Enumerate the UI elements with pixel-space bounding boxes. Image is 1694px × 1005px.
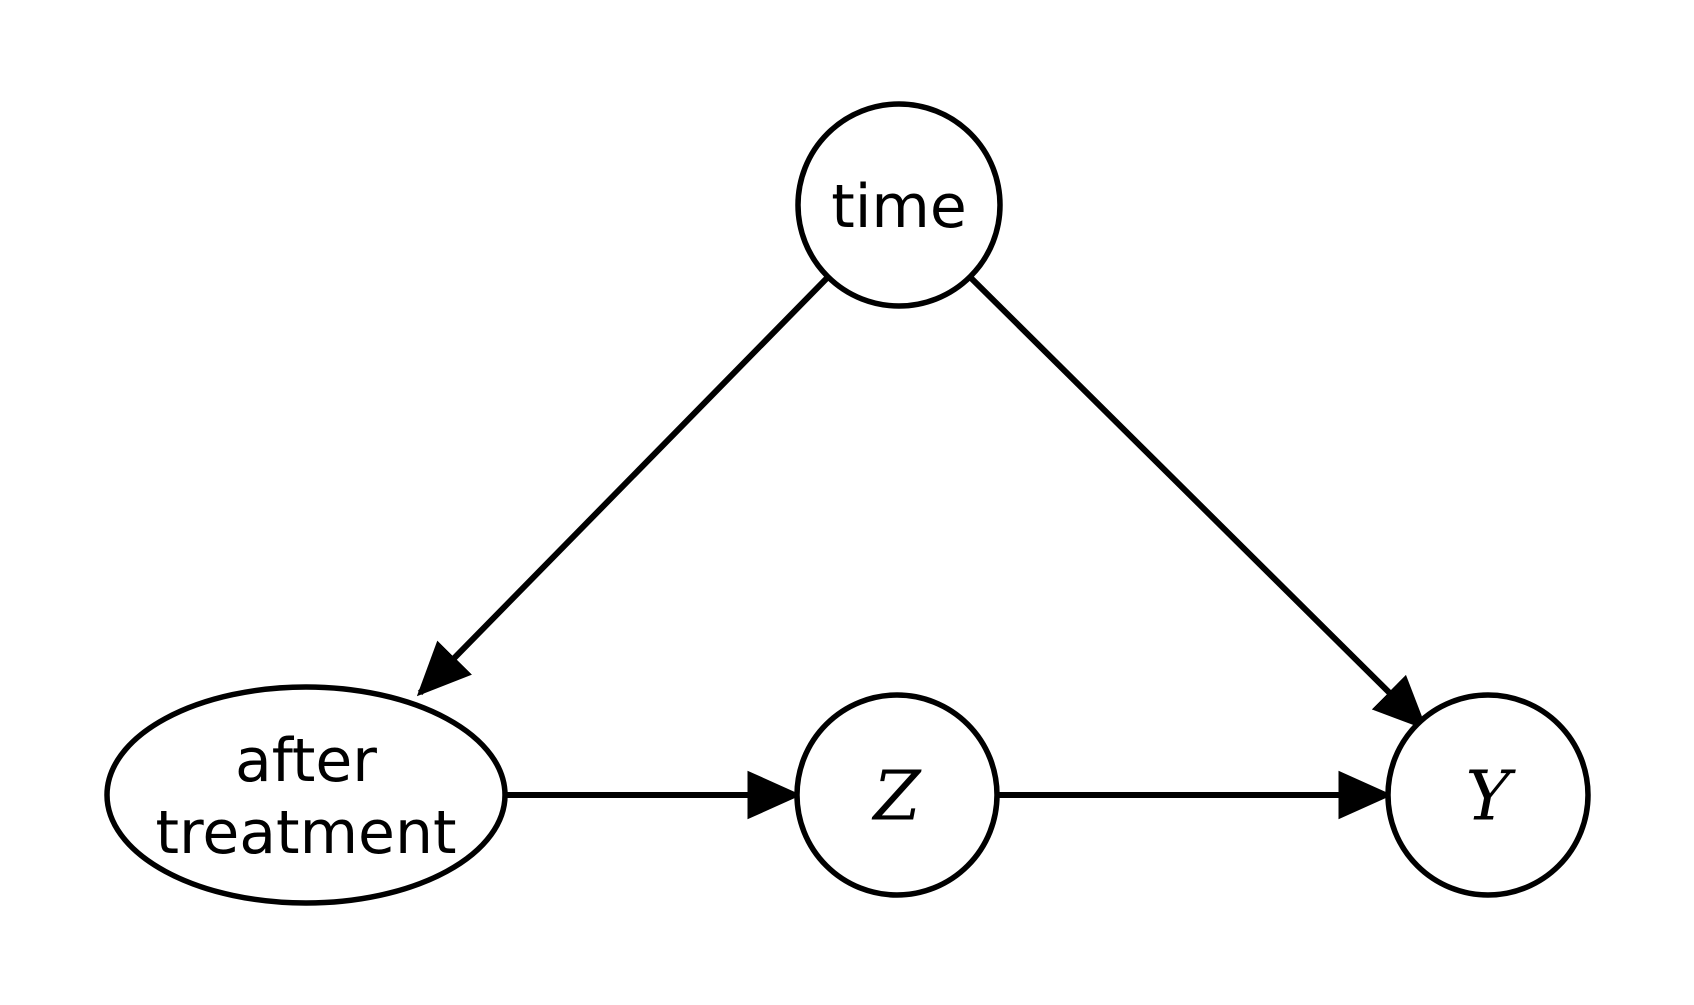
node-after-treatment-label-line2: treatment	[156, 798, 457, 868]
node-y-label: Y	[1466, 758, 1517, 837]
node-y[interactable]: Y	[1385, 692, 1591, 898]
node-after-treatment[interactable]: after treatment	[104, 684, 508, 906]
node-time-label: time	[831, 172, 967, 242]
node-after-treatment-ellipse[interactable]	[104, 684, 508, 906]
node-time[interactable]: time	[795, 101, 1003, 309]
edge-time-to-after-treatment	[416, 274, 831, 697]
node-z[interactable]: Z	[794, 692, 1000, 898]
node-after-treatment-label-line1: after	[235, 726, 377, 796]
node-z-circle[interactable]	[794, 692, 1000, 898]
edge-group	[416, 274, 1428, 820]
node-y-circle[interactable]	[1385, 692, 1591, 898]
edge-time-to-y	[967, 274, 1428, 731]
node-time-circle[interactable]	[795, 101, 1003, 309]
node-z-label: Z	[871, 758, 922, 837]
